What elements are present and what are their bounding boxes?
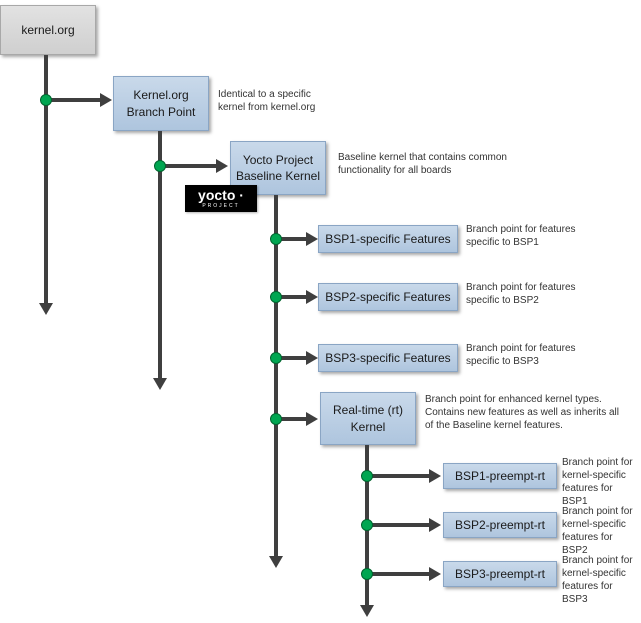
node-bsp3-features-label: BSP3-specific Features bbox=[325, 350, 451, 365]
connector-to-bsp2 bbox=[276, 295, 306, 299]
note-bsp1-preempt-rt: Branch point for kernel-specific feature… bbox=[562, 457, 633, 507]
branch-dot-bsp2-preempt-rt bbox=[361, 519, 373, 531]
connector-to-baseline bbox=[160, 164, 216, 168]
note-baseline-kernel: Baseline kernel that contains common fun… bbox=[338, 152, 507, 176]
branch-dot-bsp3-preempt-rt bbox=[361, 568, 373, 580]
node-bsp3-preempt-rt: BSP3-preempt-rt bbox=[443, 561, 557, 587]
branch-dot-bsp3 bbox=[270, 352, 282, 364]
branch-dot-bsp2 bbox=[270, 291, 282, 303]
branch-dot-bsp1-preempt-rt bbox=[361, 470, 373, 482]
note-realtime-kernel: Branch point for enhanced kernel types. … bbox=[425, 394, 619, 431]
node-bsp1-preempt-rt-label: BSP1-preempt-rt bbox=[454, 468, 546, 483]
branch-dot-bsp1 bbox=[270, 233, 282, 245]
connector-to-bsp3-arrowhead-icon bbox=[306, 351, 318, 365]
connector-to-realtime-arrowhead-icon bbox=[306, 412, 318, 426]
note-bsp1-features: Branch point for features specific to BS… bbox=[466, 224, 576, 248]
node-bsp2-features-label: BSP2-specific Features bbox=[325, 289, 451, 304]
connector-to-baseline-arrowhead-icon bbox=[216, 159, 228, 173]
node-realtime-kernel: Real-time (rt) Kernel bbox=[320, 392, 416, 445]
branch-dot-baseline bbox=[154, 160, 166, 172]
kernel-org-trunk-arrowhead-icon bbox=[39, 303, 53, 315]
connector-to-realtime bbox=[276, 417, 306, 421]
note-bsp2-features: Branch point for features specific to BS… bbox=[466, 282, 576, 306]
baseline-trunk-arrowhead-icon bbox=[269, 556, 283, 568]
yocto-logo-wordmark: yocto · bbox=[198, 187, 244, 204]
connector-to-bsp2-arrowhead-icon bbox=[306, 290, 318, 304]
node-bsp2-features: BSP2-specific Features bbox=[318, 283, 458, 311]
branch-point-trunk-arrowhead-icon bbox=[153, 378, 167, 390]
connector-to-bsp3-preempt-rt bbox=[367, 572, 429, 576]
yocto-project-logo: yocto · PROJECT bbox=[185, 185, 257, 212]
node-bsp1-features: BSP1-specific Features bbox=[318, 225, 458, 253]
node-bsp3-features: BSP3-specific Features bbox=[318, 344, 458, 372]
baseline-trunk-line bbox=[274, 195, 278, 556]
connector-to-bsp1-preempt-rt-arrowhead-icon bbox=[429, 469, 441, 483]
connector-to-bsp1 bbox=[276, 237, 306, 241]
node-bsp3-preempt-rt-label: BSP3-preempt-rt bbox=[454, 566, 546, 581]
connector-to-bsp3-preempt-rt-arrowhead-icon bbox=[429, 567, 441, 581]
note-bsp2-preempt-rt: Branch point for kernel-specific feature… bbox=[562, 506, 633, 556]
connector-to-bsp2-preempt-rt bbox=[367, 523, 429, 527]
node-realtime-kernel-label: Real-time (rt) Kernel bbox=[332, 403, 403, 434]
connector-to-bsp1-arrowhead-icon bbox=[306, 232, 318, 246]
node-baseline-kernel-label: Yocto Project Baseline Kernel bbox=[235, 152, 321, 183]
yocto-logo-subtext: PROJECT bbox=[202, 202, 240, 209]
node-branch-point: Kernel.org Branch Point bbox=[113, 76, 209, 131]
kernel-org-trunk-line bbox=[44, 55, 48, 303]
branch-point-trunk-line bbox=[158, 131, 162, 378]
connector-to-branch-point-arrowhead-icon bbox=[100, 93, 112, 107]
note-bsp3-preempt-rt: Branch point for kernel-specific feature… bbox=[562, 555, 633, 605]
note-bsp3-features: Branch point for features specific to BS… bbox=[466, 343, 576, 367]
connector-to-bsp1-preempt-rt bbox=[367, 474, 429, 478]
note-branch-point: Identical to a specific kernel from kern… bbox=[218, 89, 316, 113]
connector-to-bsp2-preempt-rt-arrowhead-icon bbox=[429, 518, 441, 532]
node-bsp2-preempt-rt-label: BSP2-preempt-rt bbox=[454, 517, 546, 532]
branch-dot-kernel-org bbox=[40, 94, 52, 106]
connector-to-bsp3 bbox=[276, 356, 306, 360]
realtime-trunk-arrowhead-icon bbox=[360, 605, 374, 617]
node-bsp1-preempt-rt: BSP1-preempt-rt bbox=[443, 463, 557, 489]
node-bsp1-features-label: BSP1-specific Features bbox=[325, 231, 451, 246]
node-kernel-org-label: kernel.org bbox=[21, 22, 75, 37]
node-branch-point-label: Kernel.org Branch Point bbox=[126, 88, 196, 119]
node-kernel-org: kernel.org bbox=[0, 5, 96, 55]
node-bsp2-preempt-rt: BSP2-preempt-rt bbox=[443, 512, 557, 538]
connector-to-branch-point bbox=[46, 98, 100, 102]
branch-dot-realtime bbox=[270, 413, 282, 425]
